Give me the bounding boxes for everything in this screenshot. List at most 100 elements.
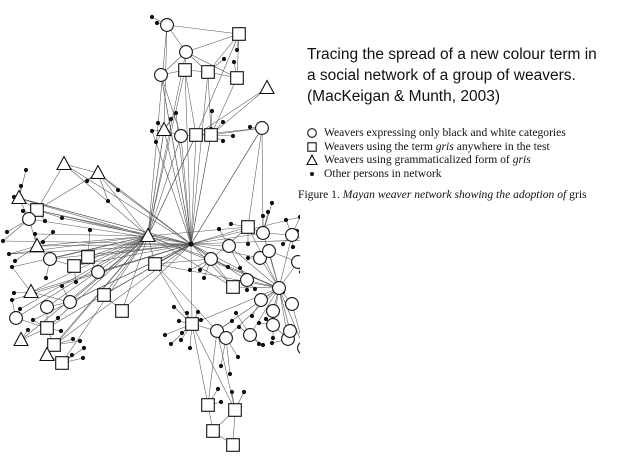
network-edge	[147, 129, 165, 237]
network-edge	[190, 71, 209, 245]
weaver-triangle-node	[90, 164, 106, 180]
other-person-dot	[168, 116, 174, 122]
other-person-dot	[9, 297, 15, 303]
weaver-circle-node	[154, 68, 168, 82]
other-person-dot	[43, 275, 49, 281]
weaver-circle-node	[291, 255, 300, 269]
network-edge	[32, 243, 192, 321]
other-person-dot	[216, 226, 222, 232]
weaver-circle-node	[204, 252, 218, 266]
other-person-dot	[11, 290, 17, 296]
other-person-dot	[59, 283, 65, 289]
other-person-dot	[187, 345, 193, 351]
weaver-circle-node	[9, 311, 23, 325]
weaver-square-node	[232, 27, 246, 41]
other-person-dot	[32, 231, 38, 237]
other-person-dot	[9, 264, 15, 270]
network-edge	[53, 243, 192, 346]
other-person-dot	[298, 270, 300, 274]
other-person-dot	[231, 59, 237, 65]
network-edge	[190, 127, 263, 245]
square-icon	[306, 141, 319, 153]
other-person-dot	[55, 315, 61, 321]
weaver-circle-node	[240, 273, 254, 287]
network-edge	[147, 226, 249, 237]
weaver-triangle-node	[156, 121, 172, 137]
network-edge	[190, 226, 249, 245]
network-edge	[15, 235, 149, 319]
weaver-circle-node	[243, 328, 257, 342]
legend-label: Other persons in network	[324, 167, 442, 181]
weaver-square-node	[185, 317, 199, 331]
weaver-triangle-node	[259, 79, 275, 95]
other-person-dot	[84, 178, 90, 184]
other-person-dot	[149, 128, 155, 134]
network-edge	[247, 127, 263, 228]
network-edge	[185, 33, 240, 53]
other-person-dot	[77, 338, 83, 344]
other-person-dot	[270, 335, 276, 341]
title-line: (MacKeigan & Munth, 2003)	[307, 88, 500, 105]
weaver-circle-node	[22, 212, 36, 226]
network-edge	[11, 235, 149, 268]
weaver-square-node	[201, 398, 215, 412]
other-person-dot	[215, 386, 221, 392]
other-person-dot	[153, 139, 159, 145]
weaver-triangle-node	[140, 227, 156, 243]
other-person-dot	[73, 279, 79, 285]
other-person-dot	[40, 239, 46, 245]
other-person-dot	[59, 215, 65, 221]
other-person-dot	[173, 110, 179, 116]
network-edge	[216, 330, 236, 411]
weaver-triangle-node	[56, 155, 72, 171]
weaver-square-node	[241, 220, 255, 234]
weaver-circle-node	[254, 293, 268, 307]
other-person-dot	[229, 389, 235, 395]
other-person-dot	[195, 309, 201, 315]
circle-icon	[306, 127, 319, 139]
other-person-dot	[256, 320, 262, 326]
other-person-dot	[241, 389, 247, 395]
weaver-circle-node	[255, 121, 269, 135]
other-person-dot	[23, 167, 29, 173]
weaver-square-node	[206, 424, 220, 438]
weaver-square-node	[67, 259, 81, 273]
weaver-square-node	[148, 257, 162, 271]
network-edge	[163, 129, 192, 245]
weaver-square-node	[178, 63, 192, 77]
network-edge	[11, 266, 32, 293]
weaver-square-node	[230, 71, 244, 85]
network-edge	[190, 243, 248, 281]
other-person-dot	[6, 251, 12, 257]
network-edge	[249, 287, 280, 336]
network-edge	[185, 51, 238, 79]
network-edge	[228, 245, 280, 289]
network-edge	[190, 232, 264, 245]
other-person-dot	[69, 352, 75, 358]
other-person-dot	[201, 275, 207, 281]
weaver-square-node	[115, 304, 129, 318]
title-line: Tracing the spread of a new colour term …	[307, 46, 597, 63]
weaver-square-node	[81, 250, 95, 264]
other-person-dot	[280, 241, 286, 247]
other-person-dot	[245, 255, 251, 261]
other-person-dot	[30, 317, 36, 323]
network-edge	[121, 235, 149, 312]
weaver-circle-node	[63, 295, 77, 309]
network-edge	[154, 263, 280, 289]
network-edge	[151, 130, 192, 245]
network-edge	[236, 33, 240, 79]
other-person-dot	[87, 227, 93, 233]
other-person-dot	[228, 221, 234, 227]
other-person-dot	[244, 287, 250, 293]
weaver-square-node	[226, 438, 240, 452]
other-person-dot	[229, 318, 235, 324]
network-edge	[154, 263, 218, 332]
network-edge	[160, 74, 192, 245]
weaver-square-node	[189, 128, 203, 142]
other-person-dot	[197, 267, 203, 273]
network-edge	[28, 218, 192, 245]
network-edge	[195, 87, 268, 136]
other-person-dot	[12, 258, 18, 264]
legend: Weavers expressing only black and white …	[306, 126, 636, 181]
